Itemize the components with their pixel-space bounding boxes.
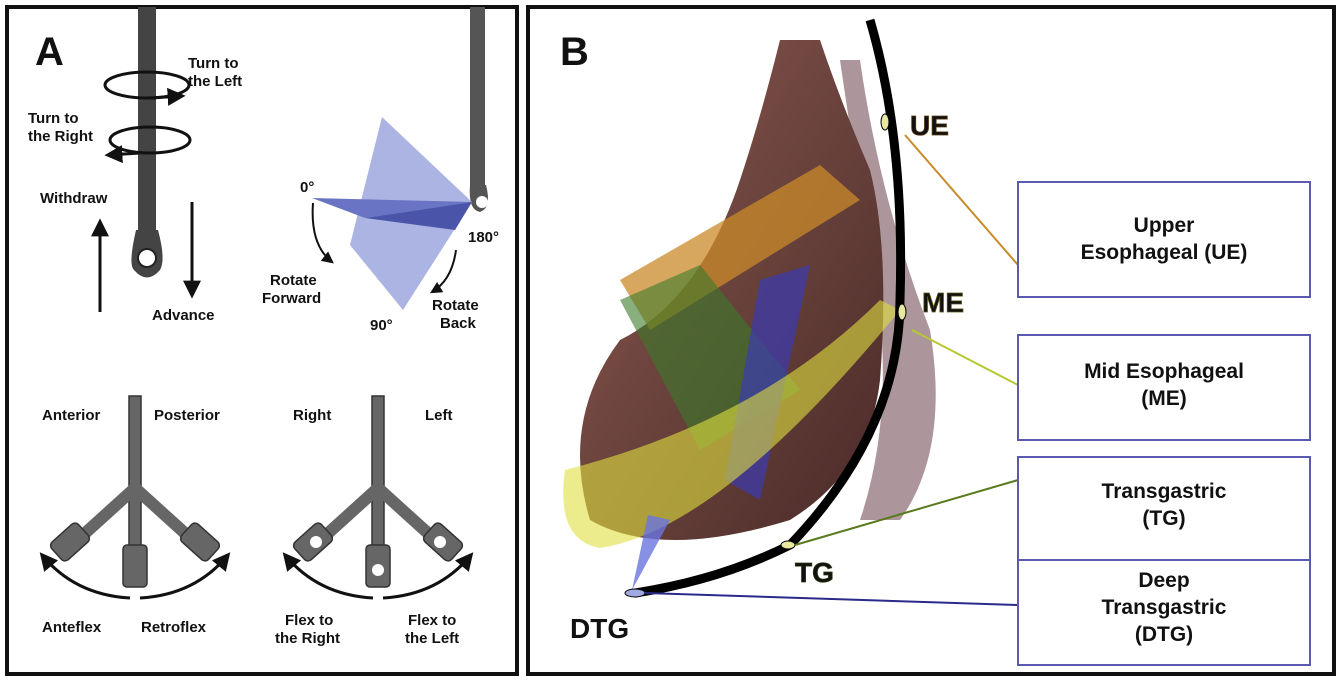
tg-leader-line xyxy=(794,479,1019,546)
lateral-flex-probe-icon xyxy=(292,395,464,588)
probe-shaft-icon xyxy=(131,7,163,278)
probe-path-icon xyxy=(634,18,906,598)
me-marker: ME xyxy=(922,287,964,318)
dtg-marker: DTG xyxy=(570,613,629,644)
left-label: Left xyxy=(425,407,453,424)
panel-a-letter: A xyxy=(35,30,64,74)
advance-label: Advance xyxy=(152,307,215,324)
rotate-back-arrow-icon xyxy=(429,249,457,294)
tg-marker: TG xyxy=(795,557,834,588)
angle-180-label: 180° xyxy=(468,229,499,246)
me-position-icon xyxy=(897,303,907,321)
retroflex-label: Retroflex xyxy=(141,619,207,636)
ue-position-icon xyxy=(880,113,890,131)
withdraw-label: Withdraw xyxy=(40,190,108,207)
rotation-probe-icon xyxy=(469,7,488,212)
anterior-label: Anterior xyxy=(42,407,101,424)
anteflex-label: Anteflex xyxy=(42,619,102,636)
dtg-leader-line xyxy=(644,592,1019,606)
posterior-label: Posterior xyxy=(154,407,220,424)
label-box-tg: Transgastric(TG) xyxy=(1017,456,1311,561)
anteflex-probe-icon xyxy=(49,395,221,588)
flex-left-arrow-icon xyxy=(382,552,474,600)
dtg-position-icon xyxy=(624,588,646,598)
right-label: Right xyxy=(293,407,331,424)
turn-left-arrow-icon xyxy=(103,70,191,100)
imaging-plane-fan-icon xyxy=(312,117,472,310)
label-box-me: Mid Esophageal(ME) xyxy=(1017,334,1311,441)
anteflex-arrow-icon xyxy=(39,552,131,600)
panel-b-letter: B xyxy=(560,30,589,74)
ue-leader-line xyxy=(904,134,1019,266)
ue-marker: UE xyxy=(910,110,949,141)
me-leader-line xyxy=(911,329,1019,386)
svg-text:Mid Esophageal(ME): Mid Esophageal(ME) xyxy=(1084,360,1244,410)
angle-90-label: 90° xyxy=(370,317,393,334)
rotate-forward-arrow-icon xyxy=(311,202,334,264)
retroflex-arrow-icon xyxy=(139,552,231,600)
tg-position-icon xyxy=(780,540,796,550)
flex-right-arrow-icon xyxy=(282,552,374,600)
turn-right-arrow-icon xyxy=(108,125,192,155)
svg-text:Transgastric(TG): Transgastric(TG) xyxy=(1102,480,1227,530)
angle-0-label: 0° xyxy=(300,179,314,196)
heart-illustration xyxy=(563,40,936,590)
